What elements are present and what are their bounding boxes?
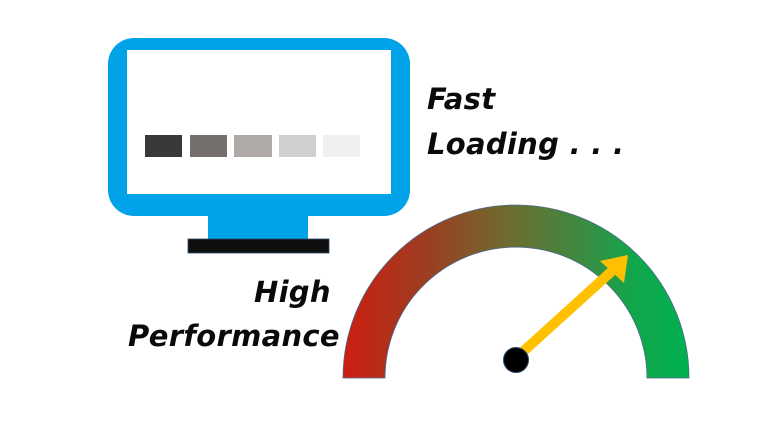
needle-arrow-icon (512, 255, 628, 362)
loading-block (323, 135, 360, 157)
loading-block (234, 135, 272, 157)
loading-label: Loading . . . (427, 127, 625, 161)
performance-label: Performance (128, 319, 340, 353)
loading-block (190, 135, 227, 157)
speedometer-icon (330, 185, 700, 390)
loading-bar (145, 135, 361, 157)
high-label: High (254, 275, 331, 309)
loading-block (279, 135, 316, 157)
monitor-icon (108, 38, 410, 254)
fast-label: Fast (427, 82, 496, 116)
loading-block (145, 135, 182, 157)
